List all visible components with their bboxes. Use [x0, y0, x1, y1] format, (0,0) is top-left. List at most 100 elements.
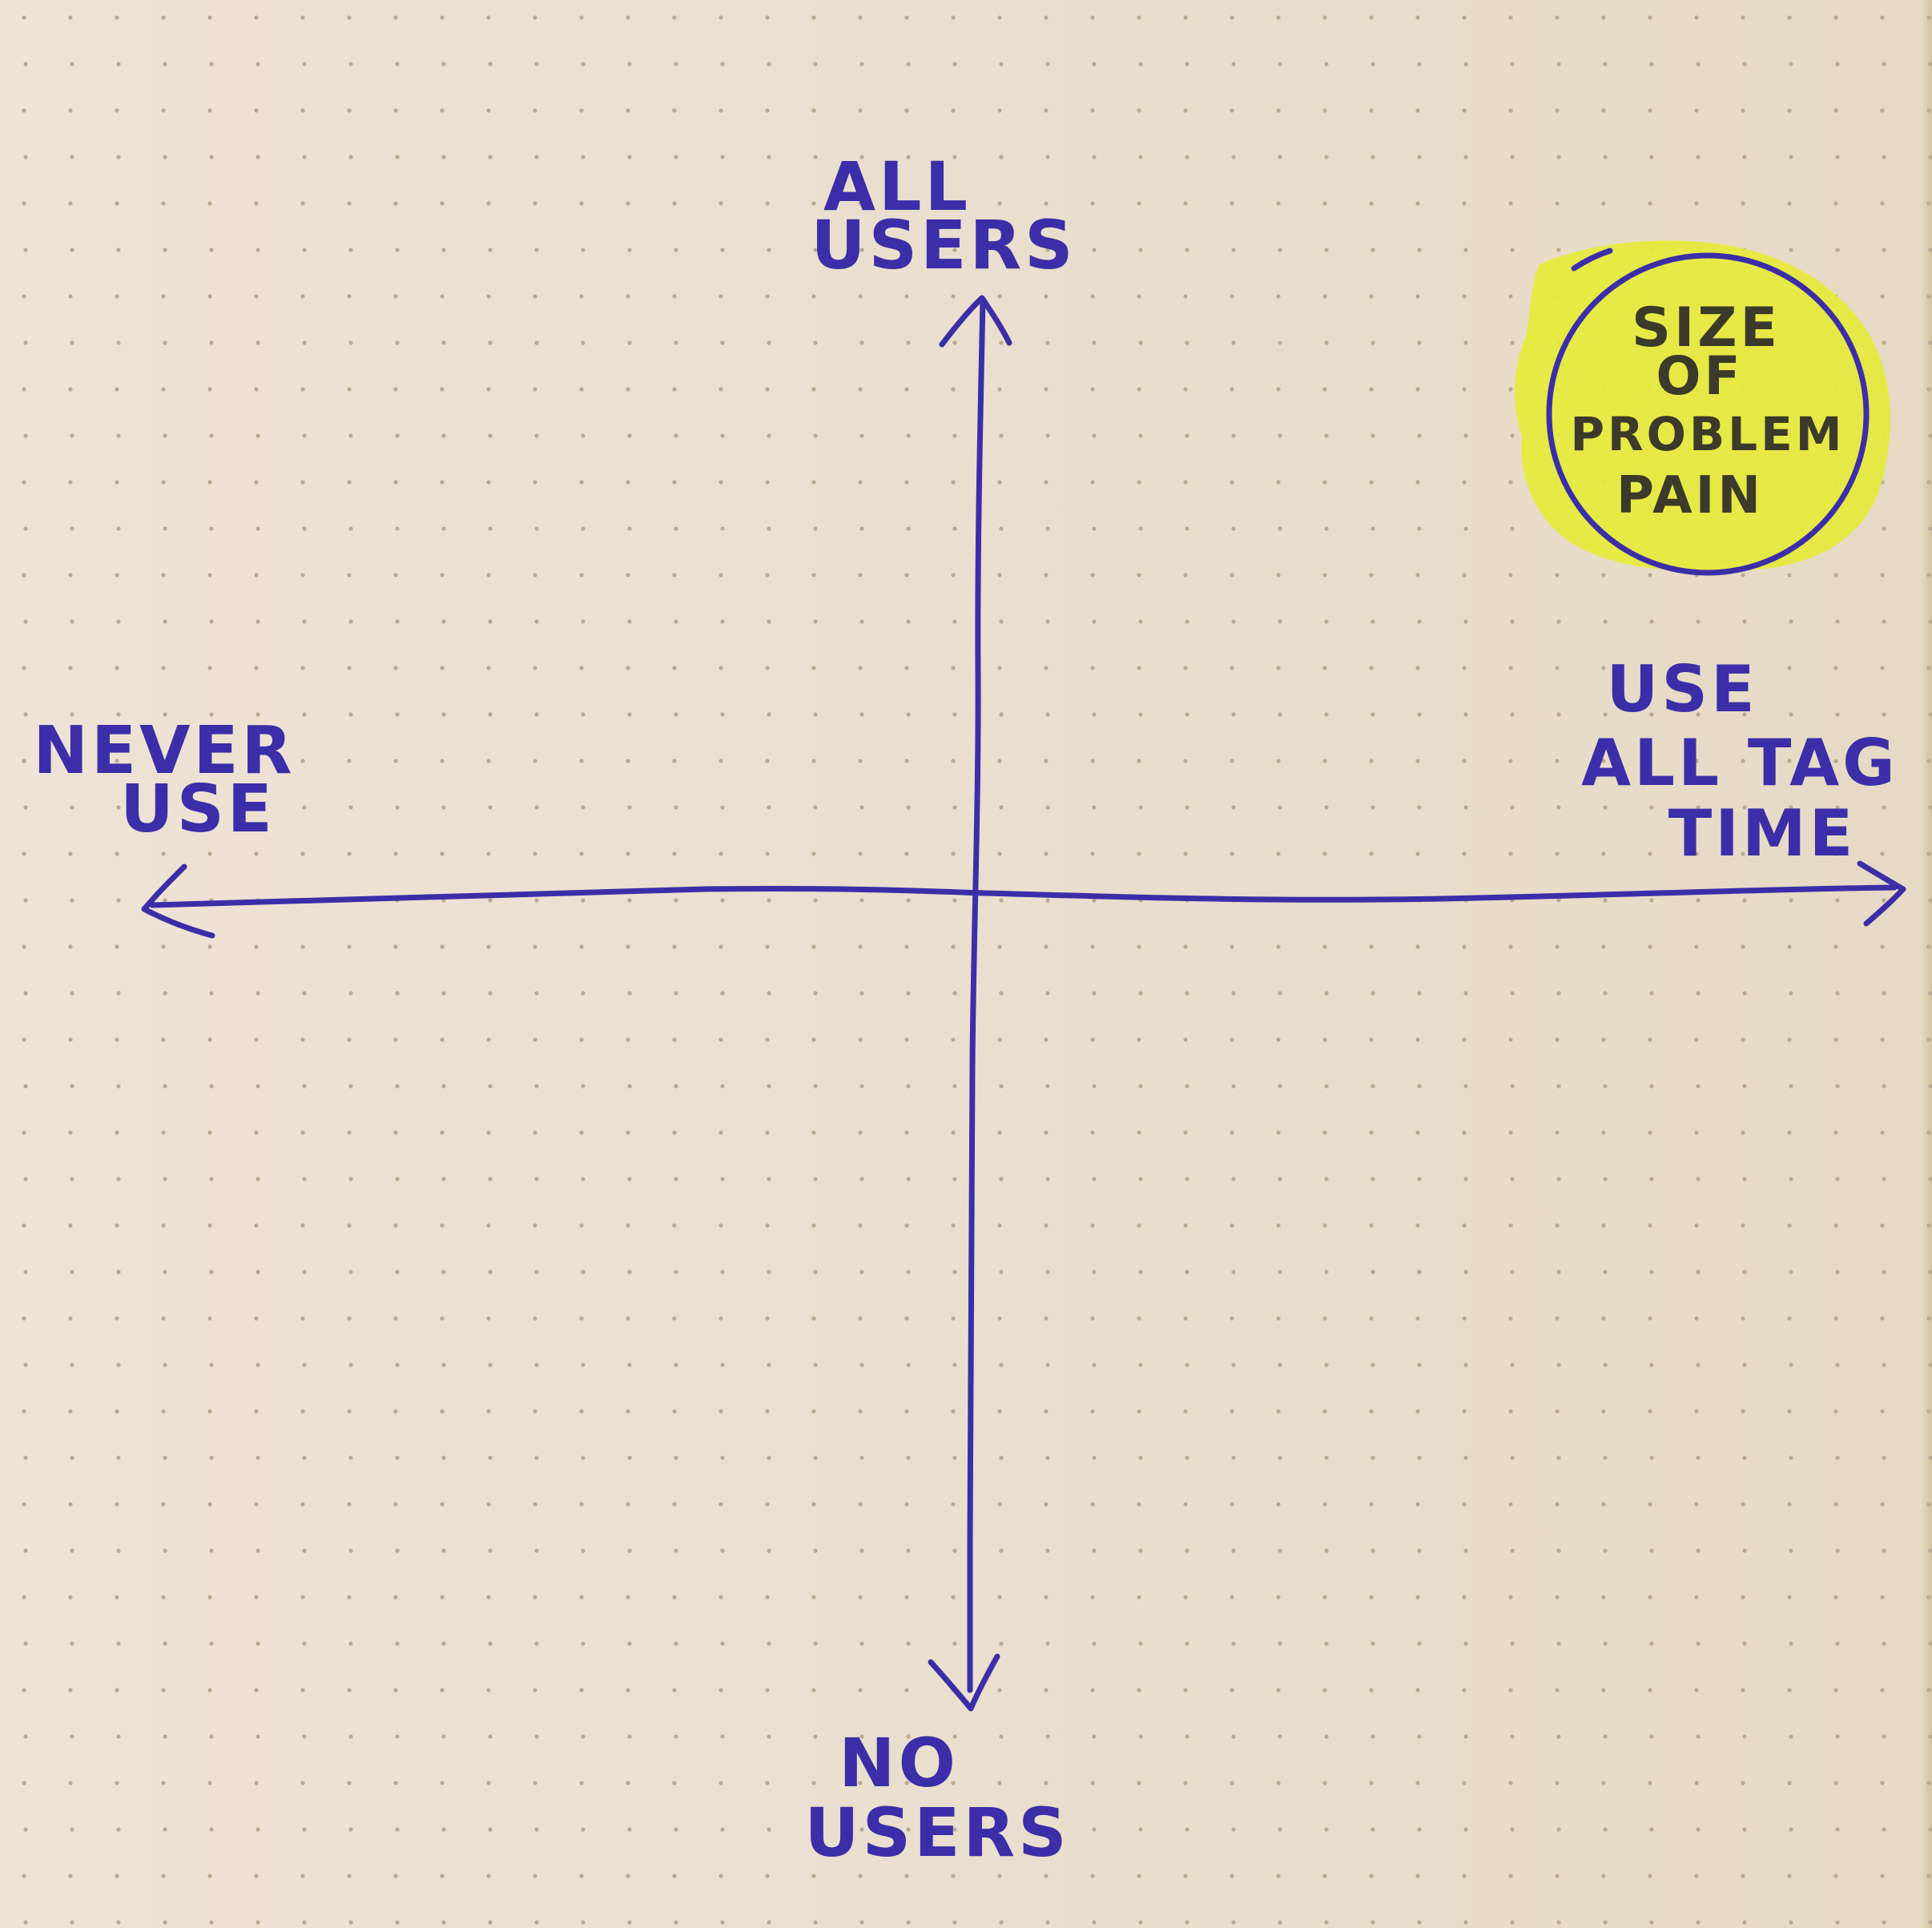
grid-dot: [1278, 1177, 1282, 1181]
grid-dot: [534, 898, 539, 903]
grid-dot: [534, 155, 539, 159]
grid-dot: [22, 1688, 26, 1693]
grid-dot: [1090, 1688, 1095, 1693]
grid-dot: [1092, 1084, 1097, 1089]
grid-dot: [1741, 666, 1745, 670]
grid-dot: [116, 1548, 121, 1553]
grid-dot: [951, 480, 956, 485]
grid-dot: [1044, 1037, 1049, 1042]
grid-dot: [811, 1316, 816, 1321]
grid-dot: [1463, 1455, 1468, 1460]
grid-dot: [395, 526, 400, 531]
grid-dot: [906, 248, 911, 252]
grid-dot: [858, 294, 863, 299]
grid-dot: [1510, 712, 1515, 717]
grid-dot: [1601, 851, 1606, 856]
grid-dot: [1603, 1084, 1608, 1089]
grid-dot: [1278, 1641, 1282, 1646]
grid-dot: [858, 1316, 863, 1321]
grid-dot: [1789, 1455, 1793, 1460]
grid-dot: [765, 1316, 770, 1321]
grid-dot: [1369, 387, 1374, 392]
grid-dot: [813, 62, 818, 66]
grid-dot: [1090, 480, 1095, 485]
grid-dot: [1835, 62, 1840, 66]
grid-dot: [1278, 433, 1282, 438]
grid-dot: [1417, 1548, 1422, 1553]
grid-dot: [859, 898, 864, 903]
grid-dot: [813, 248, 818, 252]
grid-dot: [1741, 1502, 1745, 1507]
grid-dot: [347, 759, 352, 763]
grid-dot: [68, 201, 73, 206]
grid-dot: [256, 1084, 260, 1089]
grid-dot: [1322, 1781, 1327, 1785]
grid-dot: [161, 759, 166, 763]
grid-dot: [1882, 62, 1886, 66]
grid-dot: [1555, 1874, 1560, 1878]
grid-dot: [115, 387, 119, 392]
grid-dot: [1741, 1409, 1745, 1414]
grid-dot: [1231, 1827, 1236, 1832]
grid-dot: [1462, 759, 1467, 763]
grid-dot: [951, 1037, 956, 1042]
grid-dot: [1276, 1688, 1281, 1693]
grid-dot: [348, 155, 353, 159]
grid-dot: [1835, 898, 1840, 903]
grid-dot: [395, 433, 400, 438]
grid-dot: [811, 1874, 816, 1878]
grid-dot: [951, 294, 956, 299]
grid-dot: [1833, 15, 1838, 20]
grid-dot: [1185, 433, 1189, 438]
grid-dot: [22, 387, 26, 392]
grid-dot: [1880, 201, 1885, 206]
grid-dot: [718, 480, 723, 485]
grid-dot: [1092, 991, 1097, 996]
grid-dot: [1092, 1270, 1097, 1274]
grid-dot: [395, 1548, 400, 1553]
grid-dot: [1601, 1037, 1606, 1042]
grid-dot: [1601, 1688, 1606, 1693]
grid-dot: [1278, 248, 1282, 252]
grid-dot: [718, 1874, 723, 1878]
grid-dot: [1508, 1409, 1513, 1414]
grid-dot: [1045, 526, 1050, 531]
grid-dot: [1415, 759, 1420, 763]
grid-dot: [70, 1177, 74, 1181]
grid-dot: [22, 666, 26, 670]
grid-dot: [1787, 1595, 1792, 1600]
grid-dot: [115, 15, 119, 20]
grid-dot: [1369, 1595, 1374, 1600]
grid-dot: [1603, 1548, 1608, 1553]
grid-dot: [209, 1455, 214, 1460]
legend-line-2: OF: [1656, 345, 1743, 407]
grid-dot: [1369, 1130, 1374, 1135]
grid-dot: [533, 1130, 537, 1135]
grid-dot: [22, 1502, 26, 1507]
grid-dot: [1138, 248, 1143, 252]
grid-dot: [951, 1130, 956, 1135]
grid-dot: [626, 201, 630, 206]
grid-dot: [581, 62, 586, 66]
grid-dot: [163, 1455, 167, 1460]
grid-dot: [1556, 1827, 1561, 1832]
grid-dot: [1556, 155, 1561, 159]
grid-dot: [1787, 1781, 1792, 1785]
grid-dot: [1090, 1130, 1095, 1135]
grid-dot: [1880, 1037, 1885, 1042]
grid-dot: [68, 944, 73, 949]
grid-dot: [765, 1409, 770, 1414]
grid-dot: [1185, 805, 1189, 810]
grid-dot: [1278, 1362, 1282, 1367]
grid-dot: [1092, 898, 1097, 903]
grid-dot: [1601, 1874, 1606, 1878]
grid-dot: [440, 1502, 445, 1507]
grid-dot: [300, 387, 305, 392]
grid-dot: [1322, 1688, 1327, 1693]
grid-dot: [1463, 991, 1468, 996]
grid-dot: [1882, 155, 1886, 159]
grid-dot: [68, 1781, 73, 1785]
grid-dot: [952, 1455, 957, 1460]
grid-dot: [952, 619, 957, 624]
grid-dot: [999, 433, 1004, 438]
